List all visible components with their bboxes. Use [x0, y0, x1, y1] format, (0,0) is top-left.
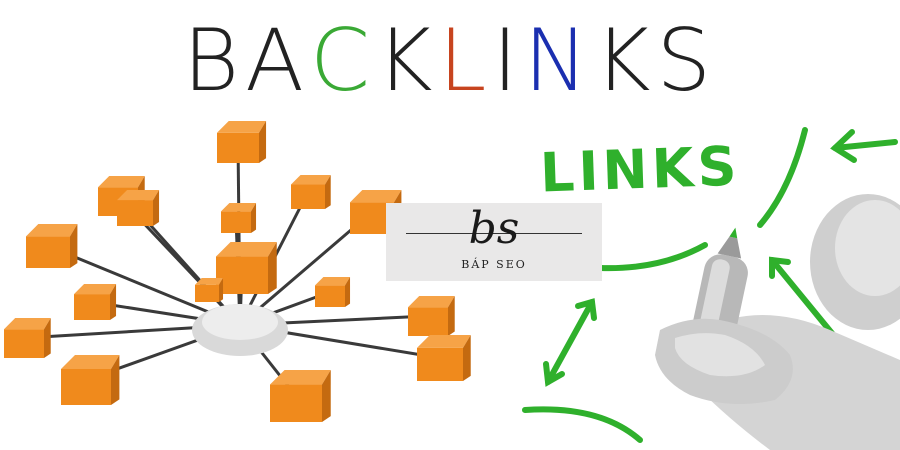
title-letter: N: [523, 11, 595, 111]
orange-cube: [270, 370, 331, 422]
title-letter: K: [594, 11, 657, 111]
green-arc-bottom: [522, 406, 643, 443]
logo-brand-name: BÁP SEO: [461, 258, 527, 271]
orange-cube: [217, 121, 267, 163]
orange-cube: [221, 203, 257, 233]
title-letter: K: [376, 11, 439, 111]
hand-highlight: [675, 333, 765, 377]
title-letter: A: [245, 11, 311, 111]
green-arrowhead-left-bottom: [543, 361, 565, 387]
backlinks-title: BACKLINKS: [0, 18, 900, 104]
links-handwritten-word: LINKS: [538, 134, 742, 205]
person-head-highlight: [835, 200, 900, 296]
orange-cube: [408, 296, 455, 336]
orange-cube: [216, 242, 277, 294]
orange-cube: [4, 318, 51, 358]
green-arrowhead-right-top: [769, 256, 791, 279]
orange-cube: [195, 278, 224, 302]
logo-flourish-line: [406, 233, 582, 234]
title-letter: L: [438, 11, 493, 111]
title-letter: C: [310, 11, 377, 111]
green-arrowhead-top-right: [830, 129, 857, 163]
orange-cube: [74, 284, 117, 320]
orange-cube: [291, 175, 331, 209]
orange-cube: [117, 190, 160, 226]
green-arc-top-right: [757, 127, 808, 228]
network-hub-top: [202, 304, 278, 340]
green-arrowhead-left-top: [575, 298, 597, 321]
orange-cube: [417, 335, 471, 381]
title-letter: B: [182, 11, 246, 111]
logo-monogram: bs: [468, 203, 520, 254]
green-arc-middle: [597, 242, 708, 272]
title-letter: I: [492, 11, 524, 111]
title-letter: S: [656, 11, 718, 111]
network-cubes: [4, 121, 471, 422]
bap-seo-logo: bs BÁP SEO: [386, 203, 602, 281]
green-arrow-left: [545, 299, 595, 385]
orange-cube: [315, 277, 351, 307]
green-arrow-top-right: [832, 139, 898, 151]
orange-cube: [61, 355, 120, 405]
orange-cube: [26, 224, 78, 268]
